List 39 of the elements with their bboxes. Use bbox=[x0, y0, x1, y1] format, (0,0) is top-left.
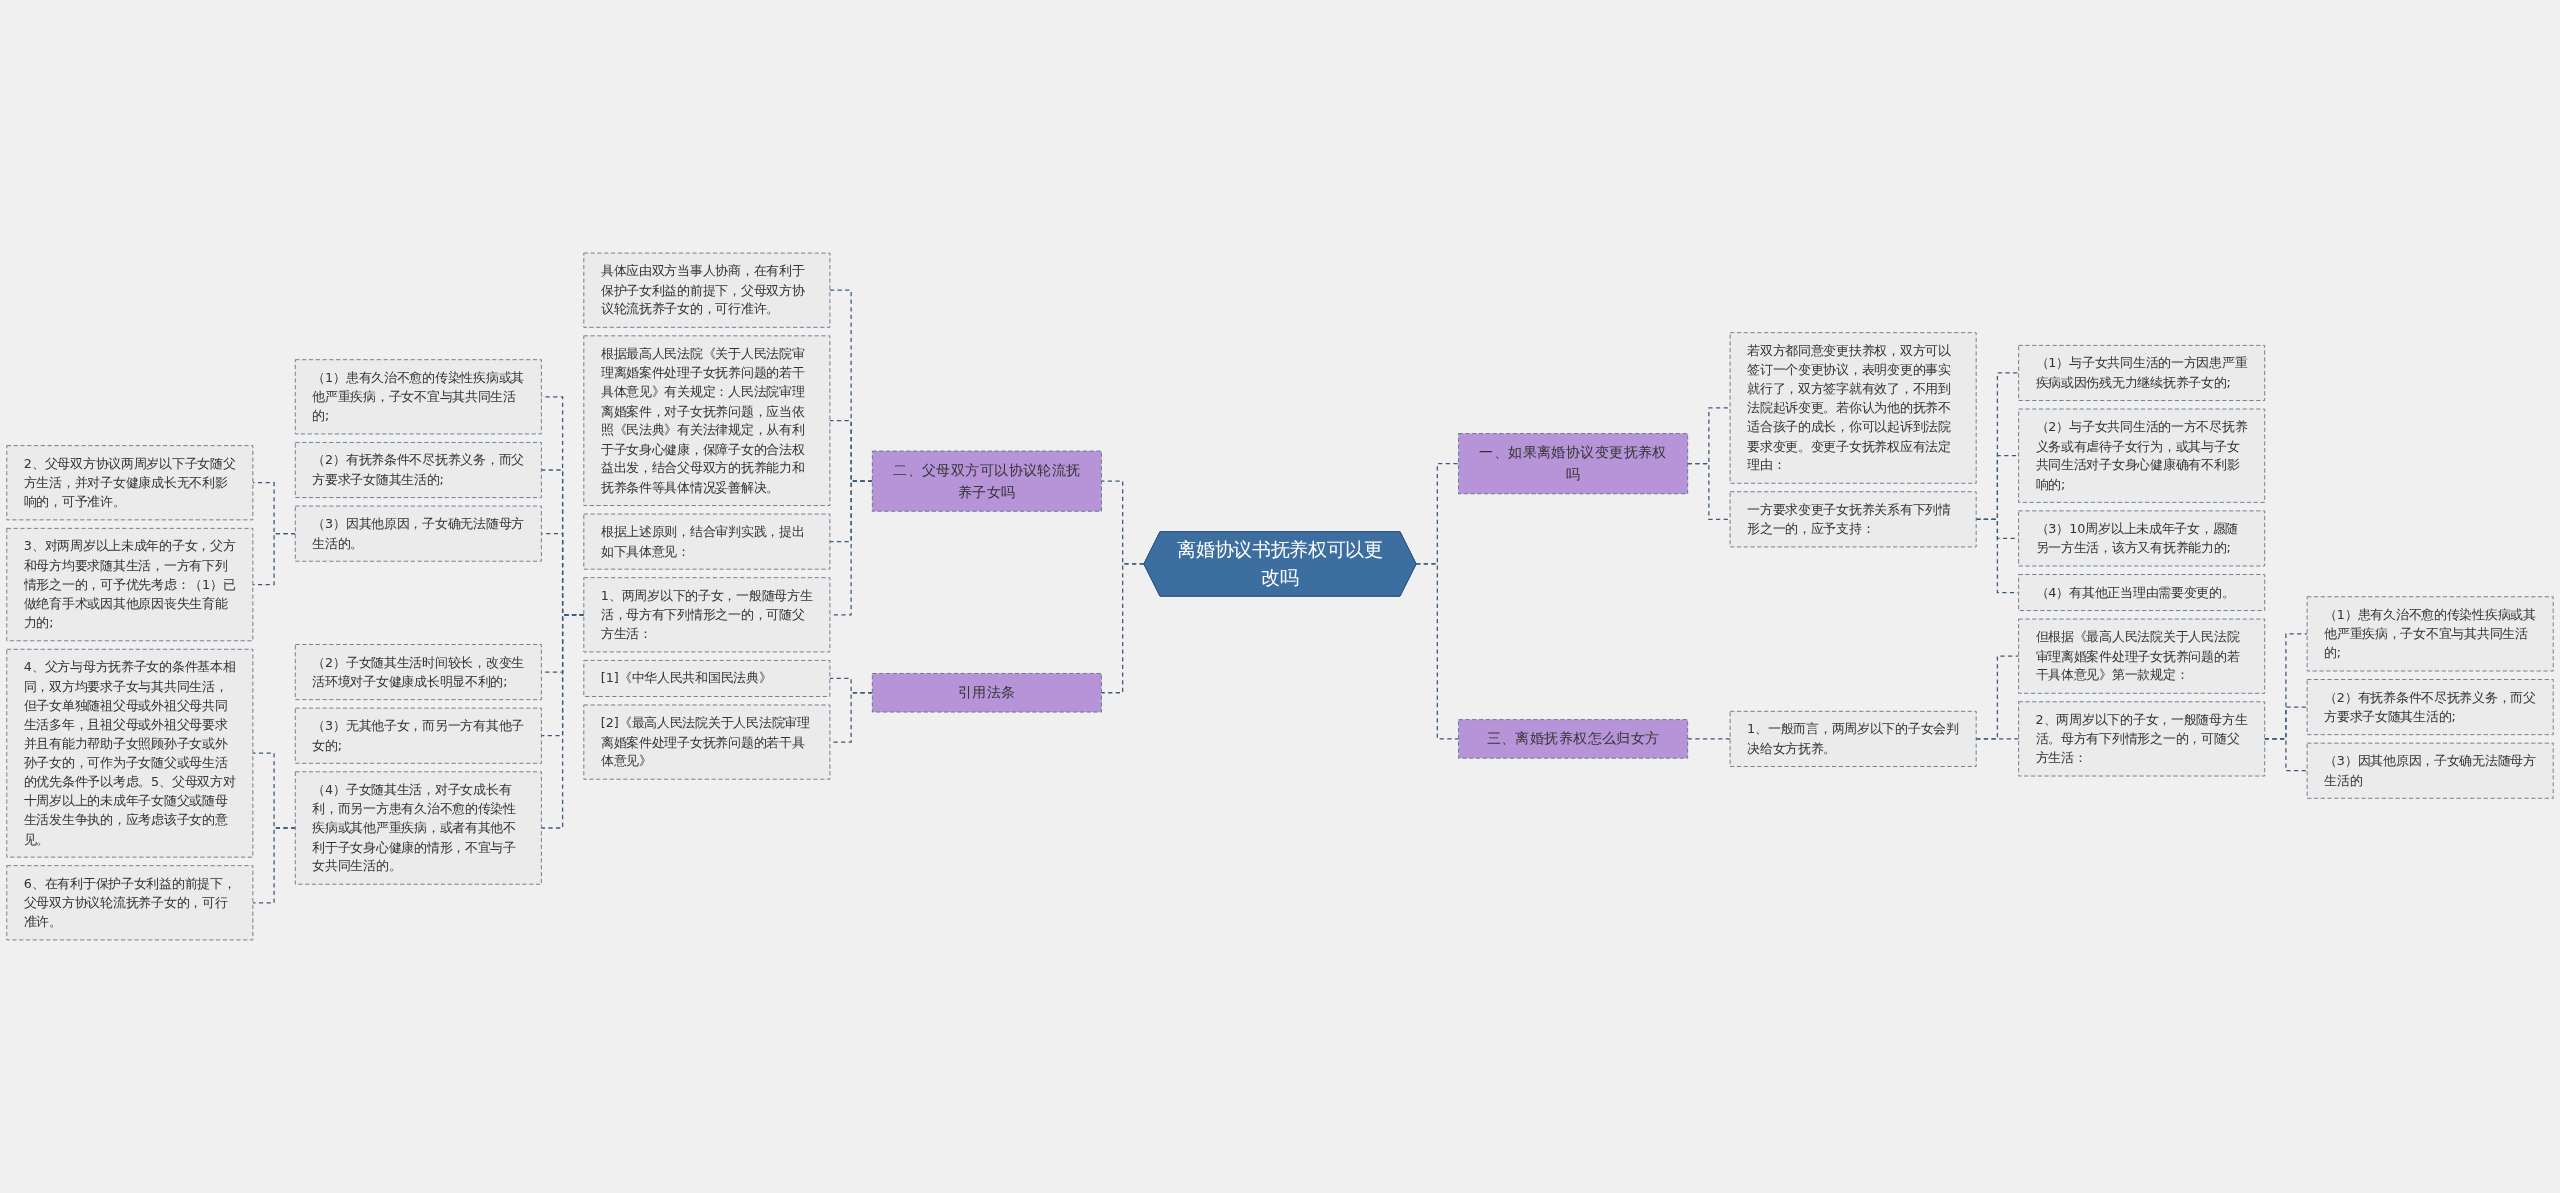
node-box: 具体应由双方当事人协商，在有利于保护子女利益的前提下，父母双方协议轮流抚养子女的，可行准许。 bbox=[583, 252, 831, 328]
node-box: （3）10周岁以上未成年子女，愿随另一方生活，该方又有抚养能力的; bbox=[2018, 510, 2266, 567]
node-box: 2、父母双方协议两周岁以下子女随父方生活，并对子女健康成长无不利影响的，可予准许。 bbox=[6, 445, 254, 521]
node-box: 3、对两周岁以上未成年的子女，父方和母方均要求随其生活，一方有下列情形之一的，可予优先考虑：（1）已做绝育手术或因其他原因丧失生育能力的; bbox=[6, 527, 254, 642]
node-box: 1、两周岁以下的子女，一般随母方生活，母方有下列情形之一的，可随父方生活： bbox=[583, 577, 831, 653]
node-box: 1、一般而言，两周岁以下的子女会判决给女方抚养。 bbox=[1729, 710, 1977, 767]
node-box: 根据上述原则，结合审判实践，提出如下具体意见： bbox=[583, 513, 831, 570]
node-box: 若双方都同意变更扶养权，双方可以签订一个变更协议，表明变更的事实就行了，双方签字就有效了，不用到法院起诉变更。若你认为他的抚养不适合孩子的成长，你可以起诉到法院要求变更。变更子女抚养权应有法定理由： bbox=[1729, 332, 1977, 484]
node-box: （2）与子女共同生活的一方不尽抚养义务或有虐待子女行为，或其与子女共同生活对子女身心健康确有不利影响的; bbox=[2018, 408, 2266, 503]
node-box: 根据最高人民法院《关于人民法院审理离婚案件处理子女抚养问题的若干具体意见》有关规定：人民法院审理离婚案件，对子女抚养问题，应当依照《民法典》有关法律规定，从有利于子女身心健康，保障子女的合法权益出发，结合父母双方的抚养能力和抚养条件等具体情况妥善解决。 bbox=[583, 335, 831, 506]
node-box: （2）子女随其生活时间较长，改变生活环境对子女健康成长明显不利的; bbox=[294, 644, 542, 701]
node-box: （1）患有久治不愈的传染性疾病或其他严重疾病，子女不宜与其共同生活的; bbox=[2306, 596, 2554, 672]
node-box: （4）有其他正当理由需要变更的。 bbox=[2018, 574, 2266, 611]
node-box: （1）与子女共同生活的一方因患严重疾病或因伤残无力继续抚养子女的; bbox=[2018, 344, 2266, 401]
node-box: （2）有抚养条件不尽抚养义务，而父方要求子女随其生活的; bbox=[294, 442, 542, 498]
node-box: （2）有抚养条件不尽抚养义务，而父方要求子女随其生活的; bbox=[2306, 679, 2554, 736]
node-box: 三、离婚抚养权怎么归女方 bbox=[1458, 719, 1689, 759]
node-box: （3）因其他原因，子女确无法随母方生活的 bbox=[2306, 742, 2554, 799]
connector bbox=[829, 480, 873, 616]
node-box: 但根据《最高人民法院关于人民法院审理离婚案件处理子女抚养问题的若干具体意见》第一款规定： bbox=[2018, 618, 2266, 694]
node-box: [2]《最高人民法院关于人民法院审理离婚案件处理子女抚养问题的若干具体意见》 bbox=[583, 704, 831, 780]
node-box: （4）子女随其生活，对子女成长有利，而另一方患有久治不愈的传染性疾病或其他严重疾病，或者有其他不利于子女身心健康的情形，不宜与子女共同生活的。 bbox=[294, 771, 542, 885]
node-box: 6、在有利于保护子女利益的前提下，父母双方协议轮流抚养子女的，可行准许。 bbox=[6, 865, 254, 941]
node-box: 一、如果离婚协议变更抚养权吗 bbox=[1458, 433, 1689, 495]
node-box: （3）因其他原因，子女确无法随母方生活的。 bbox=[294, 505, 542, 562]
node-box: 二、父母双方可以协议轮流抚养子女吗 bbox=[871, 450, 1102, 512]
node-box: 2、两周岁以下的子女，一般随母方生活。母方有下列情形之一的，可随父方生活： bbox=[2018, 701, 2266, 777]
node-box: [1]《中华人民共和国民法典》 bbox=[583, 660, 831, 697]
connector bbox=[2264, 738, 2308, 772]
node-box: 引用法条 bbox=[871, 673, 1102, 713]
node-box: 4、父方与母方抚养子女的条件基本相同，双方均要求子女与其共同生活，但子女单独随祖父母或外祖父母共同生活多年，且祖父母或外祖父母要求并且有能力帮助子女照顾孙子女或外孙子女的，可作为子女随父或母生活的优先条件予以考虑。5、父母双方对十周岁以上的未成年子女随父或随母生活发生争执的，应考虑该子女的意见。 bbox=[6, 648, 254, 858]
connector bbox=[252, 533, 296, 586]
connector bbox=[1687, 738, 1731, 740]
node-box: （3）无其他子女，而另一方有其他子女的; bbox=[294, 707, 542, 764]
connector bbox=[1415, 563, 1460, 740]
node-box: （1）患有久治不愈的传染性疾病或其他严重疾病，子女不宜与其共同生活的; bbox=[294, 359, 542, 435]
node-box: 一方要求变更子女抚养关系有下列情形之一的，应予支持： bbox=[1729, 491, 1977, 548]
connector bbox=[1975, 655, 2020, 740]
connector bbox=[1975, 738, 2020, 740]
